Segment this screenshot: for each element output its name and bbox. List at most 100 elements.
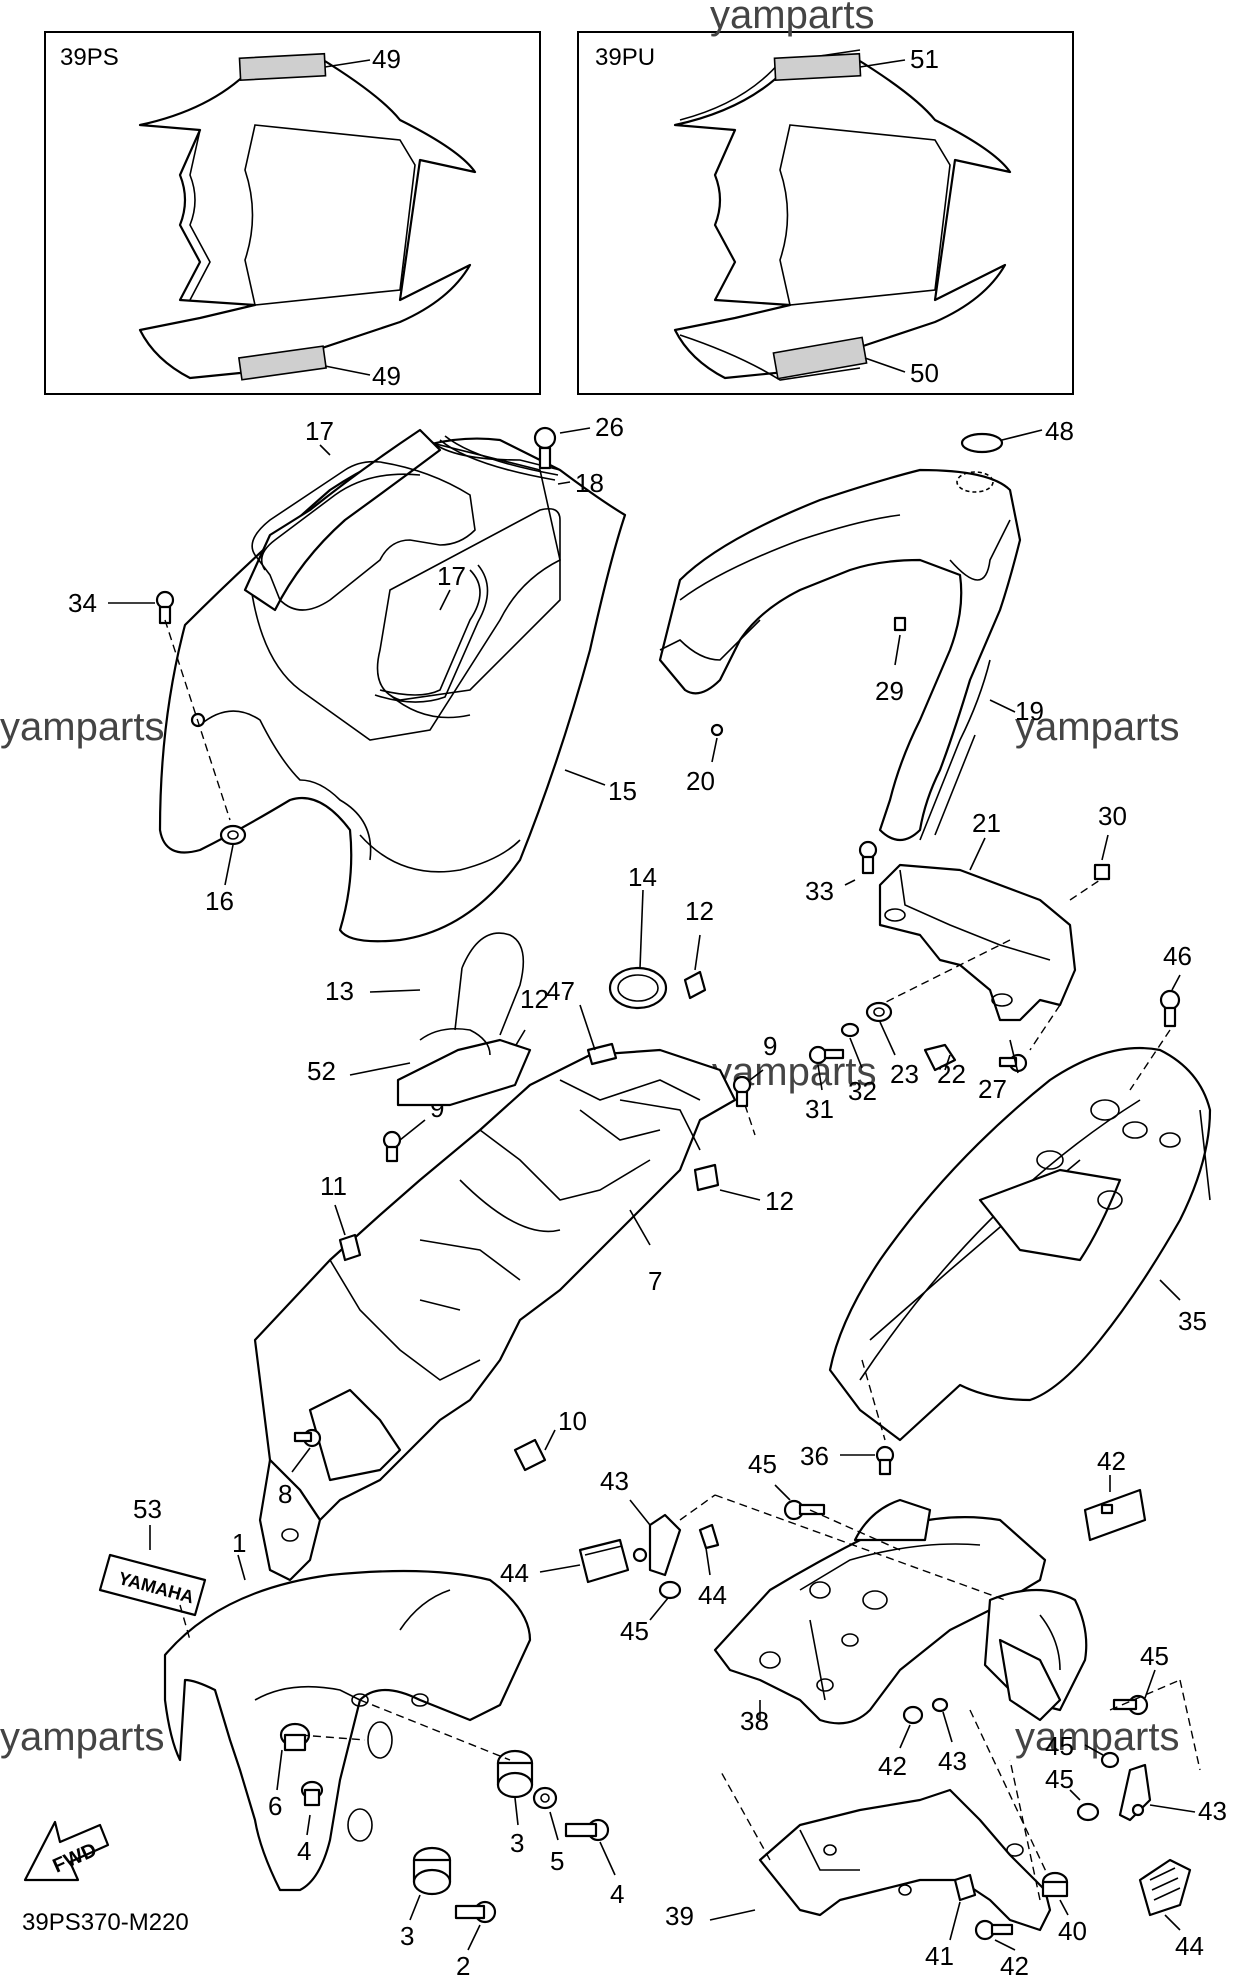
seat-cowl-19 [658,468,1022,842]
damper-10 [513,1438,547,1472]
callout-43-right: 45 [1045,1731,1074,1761]
callout-35: 41 [925,1941,954,1971]
callout-7: 7 [648,1266,662,1296]
screw-24-lower [998,1053,1028,1073]
callout-5: 4 [610,1879,624,1909]
trim-18 [439,439,556,481]
reflector-37 [1083,1488,1147,1542]
callout-40: 43 [1198,1796,1227,1826]
bolt-2 [454,1900,497,1924]
collar-4-left [300,1780,324,1807]
bolt-28 [858,840,878,875]
callout-28: 33 [805,876,834,906]
callout-16: 16 [205,886,234,916]
callout-51: 51 [910,44,939,74]
rear-fender-7 [253,1048,737,1582]
grommet-23 [865,1001,893,1023]
callout-53: 53 [133,1494,162,1524]
washer-27 [840,1022,860,1038]
callout-27: 32 [848,1076,877,1106]
reflector-49-top [238,52,327,82]
callout-45-right: 45 [1045,1764,1074,1794]
callout-20: 20 [686,766,715,796]
callout-26: 31 [805,1094,834,1124]
screw-26 [808,1045,845,1065]
bolt-46 [1159,989,1181,1028]
callout-29: 34 [68,588,97,618]
grommet-3-left [412,1846,452,1896]
collar-34 [1041,1871,1069,1898]
clip-11 [338,1233,362,1262]
watermark-right-1: yamparts [1015,705,1180,749]
callout-44-right: 44 [1175,1931,1204,1961]
collar-6 [279,1722,311,1752]
nut-43-right [1100,1751,1120,1769]
washer-38 [931,1697,949,1713]
callout-25-lower: 30 [1098,801,1127,831]
watermark-left-1: yamparts [0,705,165,749]
callout-32: 38 [740,1706,769,1736]
callout-6: 6 [268,1791,282,1821]
watermark-top: yamparts [710,0,875,37]
diagram-code: 39PS370-M220 [22,1909,189,1936]
bolt-9-left [382,1130,402,1163]
under-cover-30 [828,1046,1212,1442]
callout-44-left: 44 [500,1558,529,1588]
fwd-arrow: FWD [23,1820,110,1882]
grommet-3-right [496,1749,534,1799]
callout-41: 43 [600,1466,629,1496]
callout-22: 22 [937,1059,966,1089]
variant-code-39pu: 39PU [595,44,655,71]
callout-47: 47 [546,976,575,1006]
bolt-31 [875,1445,895,1476]
callout-12-right: 12 [765,1186,794,1216]
callout-14: 14 [628,862,657,892]
nut-45-right [1076,1802,1100,1822]
reflector-51 [773,52,862,82]
callout-21: 21 [972,808,1001,838]
license-bracket [983,1588,1088,1722]
tail-stay-33 [758,1788,1052,1932]
callout-31: 36 [800,1441,829,1471]
callout-39: 42 [878,1751,907,1781]
callout-33: 39 [665,1901,694,1931]
callout-34: 40 [1058,1916,1087,1946]
callout-17-mid: 17 [437,561,466,591]
callout-4-right: 5 [550,1846,564,1876]
clip-12-top [683,970,707,1000]
callout-24-lower: 27 [978,1074,1007,1104]
grommet-16 [219,824,247,846]
screw-24-top [533,426,557,470]
screw-36 [974,1919,1014,1941]
nut-35 [953,1873,977,1902]
nut-25-upper [893,616,907,632]
clip-12-right [693,1163,720,1192]
bracket-40 [1118,1763,1152,1822]
watermark-left-2: yamparts [0,1715,165,1759]
callout-36: 42 [1000,1951,1029,1978]
callout-38: 43 [938,1746,967,1776]
bracket-21 [878,863,1077,1022]
pad-52 [396,932,532,1107]
callout-12-left: 12 [520,984,549,1014]
bolt-42-top [783,1499,826,1521]
bolt-9-right [732,1075,752,1108]
reflector-44-left [578,1538,630,1584]
front-fender-1 [163,1569,532,1892]
decal-53: YAMAHA [98,1553,207,1617]
callout-23: 23 [890,1059,919,1089]
callout-1: 1 [232,1528,246,1558]
callout-48: 48 [1045,416,1074,446]
callout-49-top: 49 [372,44,401,74]
callout-37: 42 [1097,1446,1126,1476]
callout-49-bottom: 49 [372,361,401,391]
emblem-48 [960,432,1004,454]
callout-30: 35 [1178,1306,1207,1336]
callout-46: 46 [1163,941,1192,971]
variant-code-39ps: 39PS [60,44,119,71]
callout-12-top: 12 [685,896,714,926]
band-13 [419,1027,491,1056]
nut-43-left [698,1523,720,1550]
washer-20 [710,723,724,737]
callout-19: 19 [1015,696,1044,726]
